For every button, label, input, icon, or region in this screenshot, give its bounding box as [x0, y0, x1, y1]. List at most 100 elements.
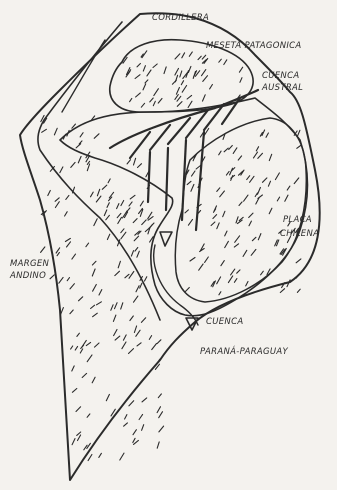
speckle-mark — [142, 220, 147, 225]
speckle-mark — [96, 196, 101, 202]
speckle-mark — [99, 290, 102, 295]
speckle-mark — [127, 208, 131, 212]
speckle-mark — [145, 277, 147, 281]
speckle-mark — [135, 248, 138, 252]
speckle-mark — [182, 86, 186, 93]
speckle-mark — [91, 192, 94, 197]
label-parana-paraguay: PARANÁ-PARAGUAY — [200, 345, 289, 357]
speckle-mark — [180, 71, 182, 77]
speckle-mark — [187, 95, 192, 99]
triangle-marker-1 — [160, 232, 172, 246]
speckle-mark — [92, 377, 95, 383]
speckle-mark — [269, 208, 272, 214]
speckle-mark — [263, 178, 267, 182]
speckle-mark — [258, 153, 263, 158]
speckle-mark — [93, 285, 97, 292]
speckle-mark — [117, 204, 119, 209]
speckle-mark — [269, 154, 271, 160]
speckle-mark — [233, 148, 237, 154]
speckle-mark — [130, 98, 132, 101]
speckle-mark — [188, 219, 192, 225]
speckle-mark — [114, 330, 117, 336]
speckle-mark — [219, 151, 221, 155]
speckle-mark — [127, 160, 130, 164]
speckle-mark — [250, 176, 254, 182]
speckle-mark — [185, 288, 189, 292]
label-margen: MARGEN — [10, 259, 50, 269]
speckle-mark — [210, 85, 213, 89]
speckle-mark — [94, 219, 97, 226]
speckle-mark — [91, 305, 95, 308]
speckle-mark — [258, 195, 263, 198]
speckle-mark — [137, 343, 141, 346]
speckle-mark — [203, 95, 206, 101]
speckle-mark — [70, 284, 74, 289]
speckle-mark — [175, 95, 178, 100]
speckle-mark — [106, 215, 110, 220]
speckle-mark — [217, 188, 220, 192]
speckle-mark — [221, 261, 224, 266]
speckle-mark — [67, 242, 71, 247]
speckle-mark — [67, 278, 69, 281]
speckle-mark — [258, 188, 261, 195]
label-placa-chilena-2: CHILENA — [280, 229, 319, 239]
speckle-mark — [205, 257, 209, 262]
speckle-mark — [140, 201, 143, 206]
speckle-mark — [192, 171, 196, 176]
speckle-mark — [76, 144, 81, 148]
speckle-mark — [125, 274, 129, 278]
speckle-mark — [176, 88, 179, 95]
speckle-mark — [294, 178, 299, 184]
speckle-mark — [220, 191, 225, 197]
speckle-mark — [153, 101, 155, 105]
speckle-mark — [164, 67, 166, 74]
speckle-mark — [84, 445, 87, 450]
speckle-mark — [249, 221, 251, 226]
speckle-mark — [149, 224, 152, 229]
speckle-mark — [102, 185, 107, 189]
speckle-mark — [158, 99, 162, 104]
speckle-mark — [94, 134, 99, 139]
label-cuenca: CUENCA — [206, 317, 243, 327]
label-cuenca-austral-1: CUENCA — [262, 71, 299, 81]
speckle-mark — [296, 259, 301, 263]
speckle-mark — [158, 394, 161, 398]
speckle-mark — [55, 198, 59, 202]
speckle-mark — [87, 355, 92, 362]
speckle-mark — [87, 443, 91, 448]
speckle-mark — [61, 308, 64, 315]
speckle-mark — [136, 330, 140, 336]
speckle-mark — [230, 168, 233, 175]
speckle-mark — [185, 210, 188, 213]
speckle-mark — [107, 203, 109, 208]
speckle-mark — [82, 373, 86, 377]
speckle-mark — [138, 164, 142, 168]
speckle-mark — [298, 130, 300, 136]
speckle-mark — [80, 133, 83, 137]
speckle-mark — [238, 156, 241, 160]
speckle-mark — [239, 67, 242, 72]
speckle-mark — [66, 195, 69, 199]
speckle-mark — [140, 283, 142, 288]
speckle-mark — [244, 195, 248, 201]
speckle-mark — [177, 102, 182, 107]
speckle-mark — [60, 167, 63, 173]
speckle-mark — [136, 93, 141, 97]
speckle-mark — [124, 423, 128, 426]
speckle-mark — [122, 342, 126, 349]
speckle-mark — [141, 103, 144, 107]
speckle-mark — [72, 439, 75, 445]
label-cuenca-austral-2: AUSTRAL — [261, 83, 303, 93]
speckle-mark — [115, 271, 120, 275]
speckle-mark — [187, 181, 191, 184]
label-cordillera: CORDILLERA — [152, 13, 209, 23]
speckle-mark — [129, 202, 132, 206]
speckle-mark — [113, 315, 116, 321]
speckle-mark — [88, 455, 92, 461]
speckle-mark — [223, 211, 225, 216]
speckle-mark — [177, 96, 181, 101]
speckle-mark — [234, 279, 237, 283]
speckle-mark — [297, 289, 300, 292]
speckle-mark — [202, 70, 206, 76]
